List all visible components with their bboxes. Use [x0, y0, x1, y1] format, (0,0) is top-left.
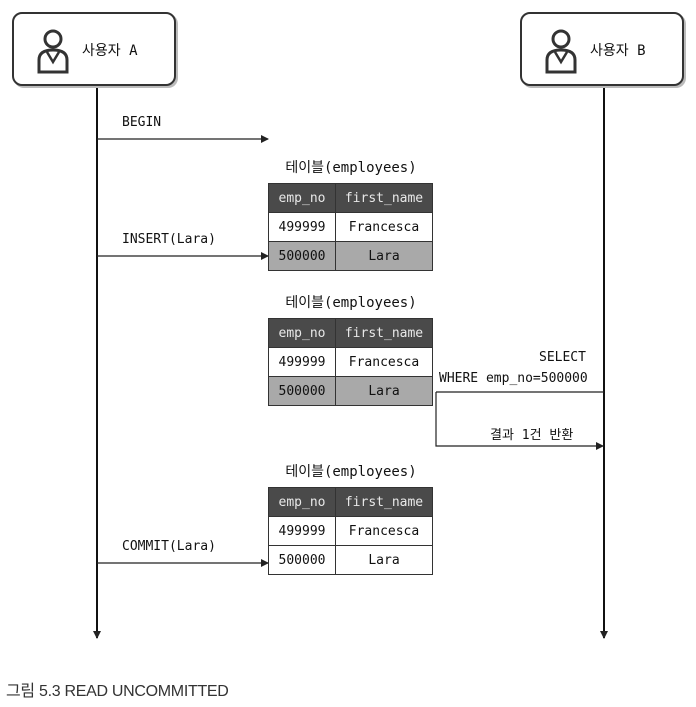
insert-label: INSERT(Lara) [122, 232, 216, 247]
commit-label: COMMIT(Lara) [122, 539, 216, 554]
result-label: 결과 1건 반환 [490, 428, 574, 443]
cell-first-name: Lara [335, 376, 433, 406]
table-row: 499999 Francesca [268, 347, 433, 377]
header-emp-no: emp_no [268, 487, 336, 517]
result-arrow [435, 392, 604, 450]
figure-caption: 그림 5.3 READ UNCOMMITTED [6, 683, 229, 700]
cell-first-name: Francesca [335, 347, 433, 377]
table-2: emp_no first_name 499999 Francesca 50000… [268, 318, 433, 406]
header-first-name: first_name [335, 487, 433, 517]
table-2-title: 테이블(employees) [285, 295, 417, 311]
table-header: emp_no first_name [268, 318, 433, 348]
table-row: 499999 Francesca [268, 516, 433, 546]
cell-emp-no: 499999 [268, 347, 336, 377]
table-header: emp_no first_name [268, 487, 433, 517]
cell-emp-no: 500000 [268, 545, 336, 575]
user-b-name: 사용자 B [590, 43, 646, 59]
cell-emp-no: 500000 [268, 376, 336, 406]
table-1: emp_no first_name 499999 Francesca 50000… [268, 183, 433, 271]
select-label-line1: SELECT [539, 350, 586, 365]
header-first-name: first_name [335, 183, 433, 213]
table-header: emp_no first_name [268, 183, 433, 213]
table-row: 499999 Francesca [268, 212, 433, 242]
user-a-box: 사용자 A [12, 12, 176, 86]
cell-emp-no: 499999 [268, 516, 336, 546]
header-emp-no: emp_no [268, 318, 336, 348]
table-3-title: 테이블(employees) [285, 464, 417, 480]
select-label-line2: WHERE emp_no=500000 [439, 371, 588, 386]
cell-first-name: Lara [335, 241, 433, 271]
user-icon [37, 29, 69, 74]
begin-label: BEGIN [122, 115, 162, 130]
cell-emp-no: 499999 [268, 212, 336, 242]
cell-first-name: Francesca [335, 212, 433, 242]
cell-first-name: Francesca [335, 516, 433, 546]
table-row: 500000 Lara [268, 545, 433, 575]
table-1-title: 테이블(employees) [285, 160, 417, 176]
table-row-highlighted: 500000 Lara [268, 241, 433, 271]
user-icon [545, 29, 577, 74]
user-a-name: 사용자 A [82, 43, 138, 59]
cell-emp-no: 500000 [268, 241, 336, 271]
table-3: emp_no first_name 499999 Francesca 50000… [268, 487, 433, 575]
cell-first-name: Lara [335, 545, 433, 575]
user-b-box: 사용자 B [520, 12, 684, 86]
header-emp-no: emp_no [268, 183, 336, 213]
header-first-name: first_name [335, 318, 433, 348]
table-row-highlighted: 500000 Lara [268, 376, 433, 406]
